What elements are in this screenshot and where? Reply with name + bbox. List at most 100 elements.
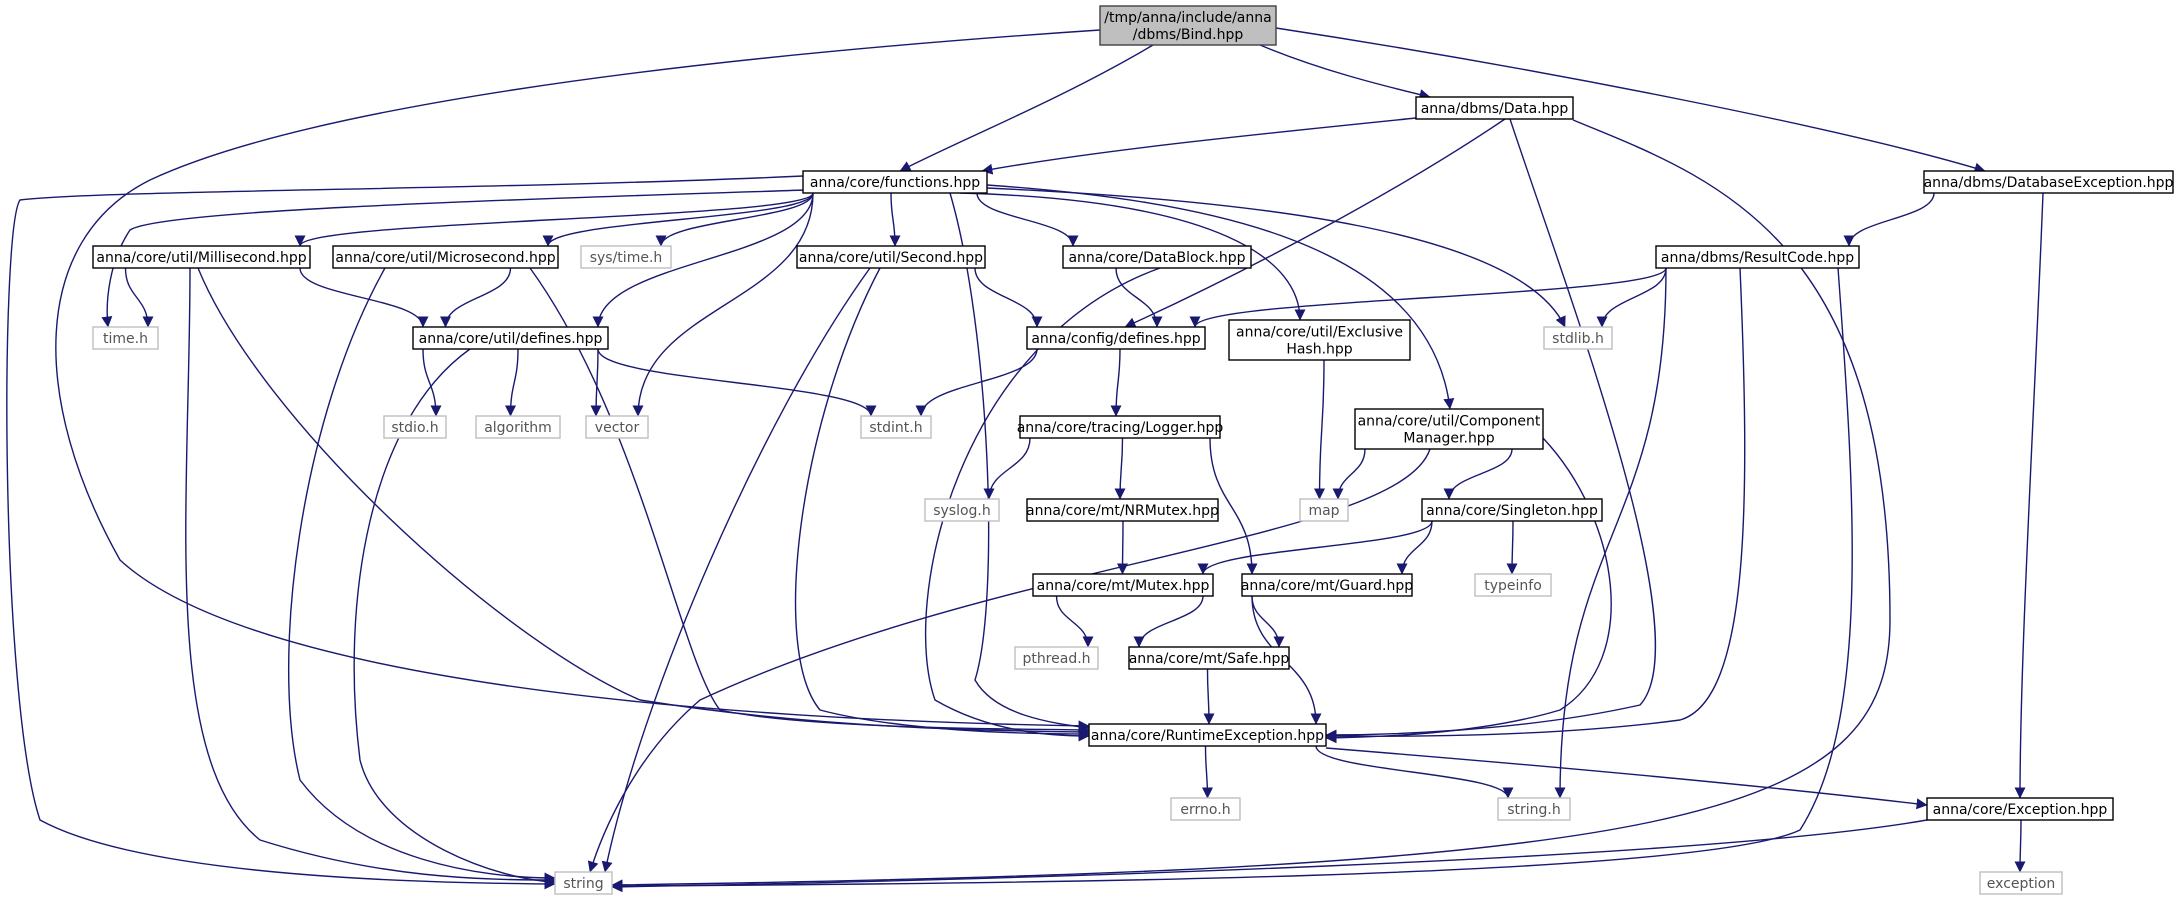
node-box-nrmutex (1026, 498, 1219, 522)
edge-logger-to-nrmutex (1114, 437, 1126, 500)
node-label-singleton: anna/core/Singleton.hpp (1426, 503, 1598, 519)
node-label-millis: anna/core/util/Millisecond.hpp (96, 250, 306, 266)
node-label-micros: anna/core/util/Microsecond.hpp (335, 250, 555, 266)
node-udefines[interactable]: anna/core/util/defines.hpp (412, 326, 609, 350)
edge-singleton-to-typeinfo (1506, 520, 1518, 575)
node-string[interactable]: string (554, 871, 613, 895)
node-box-resultcode (1655, 245, 1860, 269)
node-mutex[interactable]: anna/core/mt/Mutex.hpp (1032, 573, 1214, 597)
node-box-syslog (924, 498, 1000, 522)
node-label-second: anna/core/util/Second.hpp (799, 250, 983, 266)
node-label-data: anna/dbms/Data.hpp (1421, 101, 1569, 117)
edge-udefines-to-vector (590, 348, 602, 417)
node-millis[interactable]: anna/core/util/Millisecond.hpp (92, 245, 311, 269)
node-box-second (796, 245, 986, 269)
edge-millis-to-udefines (299, 267, 429, 328)
node-exception_hpp[interactable]: anna/core/Exception.hpp (1926, 797, 2114, 821)
edge-functions-to-string (6, 175, 804, 890)
node-stdio[interactable]: stdio.h (383, 415, 447, 439)
node-algorithm[interactable]: algorithm (475, 415, 561, 439)
node-box-bind (1099, 5, 1277, 46)
node-datablock[interactable]: anna/core/DataBlock.hpp (1062, 245, 1252, 269)
node-stringh[interactable]: string.h (1497, 797, 1571, 821)
edge-singleton-to-guard (1396, 520, 1433, 575)
edge-udefines-to-stdint (597, 348, 877, 417)
node-label-exhash-line-1: anna/core/util/Exclusive (1236, 324, 1403, 340)
edge-functions-to-timeh (101, 189, 807, 328)
edge-functions-to-rtexc (949, 192, 1090, 733)
node-label-logger: anna/core/tracing/Logger.hpp (1017, 420, 1224, 436)
node-resultcode[interactable]: anna/dbms/ResultCode.hpp (1655, 245, 1860, 269)
node-data[interactable]: anna/dbms/Data.hpp (1415, 96, 1574, 120)
node-vector[interactable]: vector (585, 415, 649, 439)
node-bind[interactable]: /tmp/anna/include/anna/dbms/Bind.hpp (1099, 5, 1277, 46)
edge-functions-to-second (889, 192, 901, 247)
edge-millis-to-string (185, 267, 556, 886)
edge-cdefines-to-logger (1110, 348, 1122, 417)
node-second[interactable]: anna/core/util/Second.hpp (796, 245, 986, 269)
edge-rtexc-to-exception_hpp (1325, 747, 1928, 810)
edge-singleton-to-mutex (1197, 520, 1433, 575)
node-box-errno (1170, 797, 1241, 821)
node-pthread[interactable]: pthread.h (1014, 646, 1099, 670)
node-label-bind-line-1: /tmp/anna/include/anna (1104, 10, 1271, 26)
node-box-rtexc (1088, 723, 1327, 747)
node-label-mutex: anna/core/mt/Mutex.hpp (1037, 578, 1210, 594)
node-box-exception_hpp (1926, 797, 2114, 821)
node-nrmutex[interactable]: anna/core/mt/NRMutex.hpp (1026, 498, 1219, 522)
node-logger[interactable]: anna/core/tracing/Logger.hpp (1017, 415, 1224, 439)
edge-compmgr-to-singleton (1443, 448, 1513, 500)
edge-data-to-functions (981, 117, 1417, 175)
edge-rtexc-to-errno (1201, 745, 1213, 799)
node-micros[interactable]: anna/core/util/Microsecond.hpp (332, 245, 559, 269)
edge-bind-to-dbexc (1275, 27, 1986, 174)
node-label-compmgr-line-2: Manager.hpp (1403, 430, 1494, 446)
node-typeinfo[interactable]: typeinfo (1474, 573, 1552, 597)
edge-bind-to-data (1259, 44, 1431, 100)
edge-cdefines-to-stdint (915, 348, 1038, 417)
node-box-compmgr (1354, 408, 1544, 450)
node-label-bind-line-2: /dbms/Bind.hpp (1133, 27, 1244, 43)
node-systime[interactable]: sys/time.h (580, 245, 672, 269)
node-box-millis (92, 245, 311, 269)
edge-functions-to-exhash (959, 192, 1306, 321)
node-stdint[interactable]: stdint.h (860, 415, 932, 439)
node-map[interactable]: map (1299, 498, 1349, 522)
node-rtexc[interactable]: anna/core/RuntimeException.hpp (1088, 723, 1327, 747)
node-label-functions: anna/core/functions.hpp (810, 175, 980, 191)
edge-bind-to-rtexc (55, 29, 1101, 732)
node-guard[interactable]: anna/core/mt/Guard.hpp (1241, 573, 1413, 597)
node-label-rtexc: anna/core/RuntimeException.hpp (1091, 728, 1324, 744)
node-singleton[interactable]: anna/core/Singleton.hpp (1421, 498, 1603, 522)
edge-rtexc-to-stringh (1315, 745, 1514, 799)
node-label-safe: anna/core/mt/Safe.hpp (1129, 651, 1290, 667)
edge-nrmutex-to-mutex (1117, 520, 1129, 575)
node-label-errno: errno.h (1180, 802, 1230, 818)
node-cdefines[interactable]: anna/config/defines.hpp (1026, 326, 1206, 350)
node-stdlib[interactable]: stdlib.h (1543, 326, 1613, 350)
node-box-pthread (1014, 646, 1099, 670)
node-box-exhash (1228, 319, 1411, 361)
edge-functions-to-vector (632, 192, 814, 417)
node-syslog[interactable]: syslog.h (924, 498, 1000, 522)
node-box-vector (585, 415, 649, 439)
edge-resultcode-to-stringh (1554, 267, 1667, 799)
node-timeh[interactable]: time.h (92, 326, 159, 350)
node-dbexc[interactable]: anna/dbms/DatabaseException.hpp (1923, 170, 2174, 194)
node-label-compmgr-line-1: anna/core/util/Component (1358, 413, 1541, 429)
node-box-typeinfo (1474, 573, 1552, 597)
node-functions[interactable]: anna/core/functions.hpp (802, 170, 988, 194)
node-exception[interactable]: exception (1979, 871, 2063, 895)
node-label-stdlib: stdlib.h (1552, 331, 1604, 347)
node-box-data (1415, 96, 1574, 120)
edge-mutex-to-safe (1133, 595, 1204, 648)
edge-functions-to-udefines (592, 192, 814, 328)
node-label-algorithm: algorithm (484, 420, 552, 436)
edge-functions-to-systime (655, 192, 814, 247)
node-errno[interactable]: errno.h (1170, 797, 1241, 821)
edge-dbexc-to-exception_hpp (2014, 192, 2044, 799)
node-safe[interactable]: anna/core/mt/Safe.hpp (1128, 646, 1290, 670)
edge-second-to-string (601, 267, 871, 873)
